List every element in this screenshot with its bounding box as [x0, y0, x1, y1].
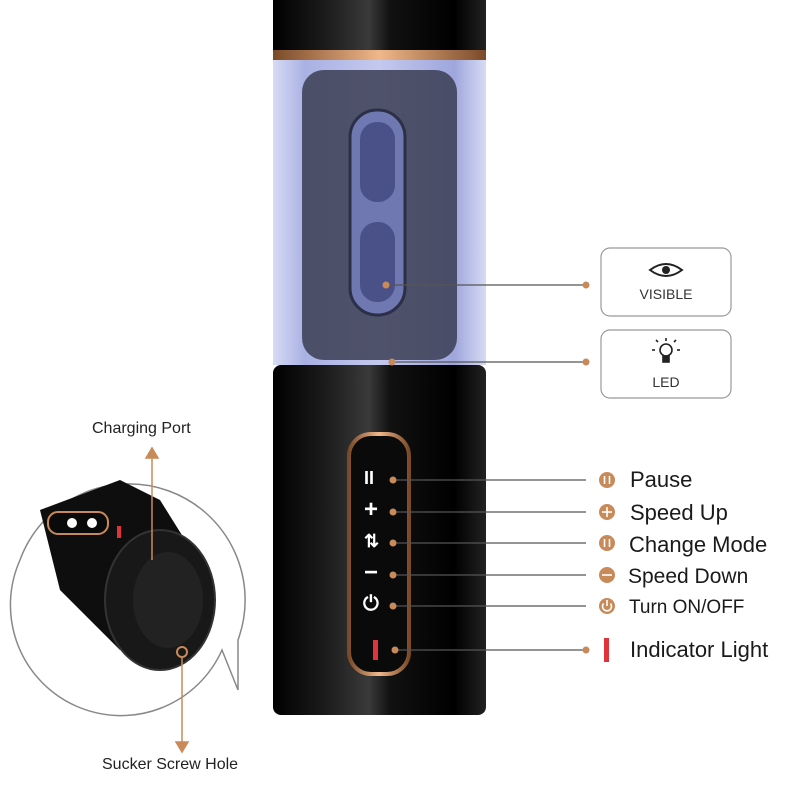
pause-label: Pause [630, 467, 693, 492]
charging-port-label: Charging Port [92, 420, 191, 437]
leader-dot [389, 508, 397, 516]
leader-dot [582, 646, 590, 654]
power-button[interactable]: ⏻ [363, 593, 379, 615]
speed-up-label: Speed Up [630, 500, 728, 525]
indicator-light-icon [373, 640, 378, 660]
gold-ring [273, 50, 486, 60]
leader-dot [382, 281, 390, 289]
leader-dot [582, 358, 590, 366]
device-top-cap [273, 0, 486, 50]
pause-icon [599, 472, 615, 488]
change-mode-button[interactable]: ⇅ [364, 531, 380, 551]
speed-down-label: Speed Down [628, 565, 749, 588]
inner-sleeve-pod-bottom [360, 222, 395, 302]
leader-dot [391, 646, 399, 654]
eye-icon [648, 263, 684, 277]
visible-box [600, 247, 732, 317]
speed-down-button[interactable]: − [364, 559, 379, 586]
leader-dot [389, 539, 397, 547]
light-bulb-icon [652, 338, 680, 363]
inner-sleeve-pod-top [360, 122, 395, 202]
pause-button[interactable]: II [364, 468, 375, 488]
indicator-light-label: Indicator Light [630, 637, 769, 662]
visible-label: VISIBLE [639, 286, 693, 302]
inset-device-end [40, 480, 216, 671]
indicator-light-icon [604, 638, 609, 662]
control-panel [347, 432, 411, 676]
power-label: Turn ON/OFF [629, 597, 745, 618]
led-box [600, 329, 732, 399]
leader-dot [389, 602, 397, 610]
sucker-screw-hole-label: Sucker Screw Hole [102, 756, 239, 773]
speed-up-button[interactable]: + [364, 496, 379, 523]
led-label: LED [652, 374, 680, 390]
leader-dot [388, 358, 396, 366]
leader-dot [582, 281, 590, 289]
change-mode-label: Change Mode [629, 532, 768, 557]
leader-dot [389, 571, 397, 579]
mode-icon [599, 535, 615, 551]
leader-dot [389, 476, 397, 484]
